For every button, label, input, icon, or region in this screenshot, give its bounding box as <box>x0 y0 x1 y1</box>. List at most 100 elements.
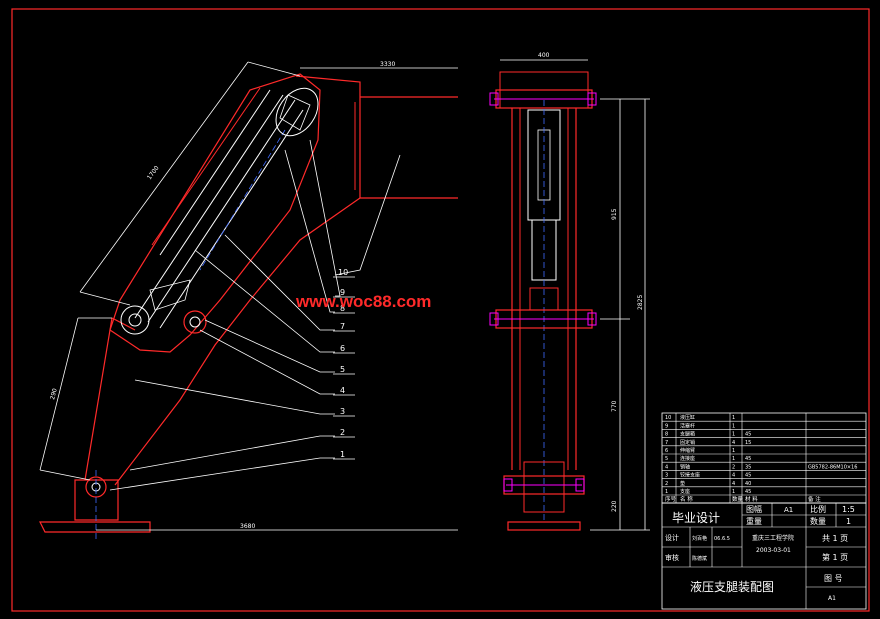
leader-7 <box>224 234 335 331</box>
balloon-9: 9 <box>340 288 345 297</box>
parts-cell-qty: 1 <box>732 415 735 421</box>
frame-joint <box>111 317 136 331</box>
pin-bot-head-l <box>503 478 513 492</box>
base-block <box>74 479 119 521</box>
parts-cell-qty: 1 <box>732 489 735 495</box>
cylinder-line-2 <box>147 99 296 323</box>
reviewer-name: 陈德斌 <box>692 555 707 562</box>
parts-cell-qty: 1 <box>732 456 735 462</box>
dim-line-770-left <box>39 317 79 471</box>
dim-220-label: 220 <box>611 500 618 512</box>
balloon-10: 10 <box>338 268 348 277</box>
parts-cell-name: 固定销 <box>680 439 695 446</box>
balloon-1: 1 <box>340 450 345 459</box>
parts-cell-name: 销轴 <box>680 463 690 470</box>
cylinder-line-3 <box>159 109 304 329</box>
bottom-lug <box>523 461 565 513</box>
leader-2 <box>129 435 335 471</box>
parts-cell-qty: 4 <box>732 473 735 479</box>
parts-cell-qty: 4 <box>732 481 735 487</box>
drawing-border <box>11 8 870 612</box>
title-block: 毕业设计 图幅 A1 比例 1:5 重量 数量 1 设计 刘百艳 06.6.5 … <box>661 502 867 610</box>
parts-cell-mat: 45 <box>745 473 751 479</box>
lower-clamp <box>149 279 191 311</box>
balloon-2: 2 <box>340 428 345 437</box>
cylinder-line-4 <box>159 89 271 256</box>
dim-290-label: 290 <box>49 388 59 401</box>
parts-cell-no: 1 <box>665 489 668 495</box>
side-dim-lines <box>500 59 650 531</box>
parts-header-note: 备 注 <box>808 495 821 503</box>
cylinder-head-hatch <box>279 94 311 131</box>
side-pins <box>489 92 597 492</box>
leader-1 <box>109 457 335 491</box>
side-dim-labels: 400 915 2825 770 220 <box>538 52 644 512</box>
parts-cell-mat: 45 <box>745 456 751 462</box>
parts-cell-qty: 4 <box>732 440 735 446</box>
pin-bot-head-r <box>575 478 585 492</box>
mid-pivot-inner <box>189 316 201 328</box>
lower-frame-left <box>84 317 113 481</box>
mid-pivot-outer <box>183 310 207 334</box>
boom-outline <box>109 73 321 353</box>
current-page: 第 1 页 <box>822 552 848 562</box>
parts-cell-no: 8 <box>665 432 668 438</box>
watermark: www.woc88.com <box>295 292 431 311</box>
balloon-4: 4 <box>340 386 345 395</box>
mid-lug <box>529 287 559 311</box>
leader-6 <box>194 249 335 353</box>
parts-cell-name: 支座 <box>680 488 690 495</box>
dim-line-1700 <box>79 61 249 293</box>
dim-2825-label: 2825 <box>637 295 644 310</box>
dim-ext-2 <box>79 291 131 306</box>
review-label: 审核 <box>665 553 679 562</box>
balloon-labels: 10 9 8 7 6 5 4 3 2 1 <box>338 268 348 459</box>
side-view: 400 915 2825 770 220 <box>489 52 650 531</box>
leader-5 <box>204 319 335 373</box>
pin-top-head-r <box>587 92 597 106</box>
cylinder-centerline <box>199 129 286 271</box>
parts-cell-name: 液压缸 <box>680 414 695 421</box>
parts-cell-qty: 1 <box>732 423 735 429</box>
parts-cell-no: 5 <box>665 456 668 462</box>
leader-3 <box>134 379 335 415</box>
sheet-size-value: A1 <box>784 506 793 514</box>
parts-cell-name: 连接座 <box>680 455 695 462</box>
parts-cell-no: 2 <box>665 481 668 487</box>
weight-label: 重量 <box>746 516 762 526</box>
dim-915-label: 915 <box>611 208 618 220</box>
parts-cell-no: 9 <box>665 423 668 429</box>
cylinder-outline <box>151 87 261 246</box>
parts-cell-no: 3 <box>665 473 668 479</box>
dim-770-label: 770 <box>611 400 618 412</box>
drawing-no: A1 <box>828 595 836 602</box>
parts-cell-qty: 1 <box>732 432 735 438</box>
dim-400-label: 400 <box>538 52 550 59</box>
parts-cell-no: 6 <box>665 448 668 454</box>
dim-1700-label: 1700 <box>146 165 161 182</box>
top-bracket <box>499 71 589 109</box>
dim-ext-1 <box>247 61 301 77</box>
design-label: 设计 <box>665 533 679 542</box>
leader-4 <box>199 329 335 395</box>
parts-cell-no: 4 <box>665 464 668 470</box>
lower-pivot-inner <box>128 313 142 327</box>
parts-header-qty: 数量 <box>732 495 744 503</box>
balloon-5: 5 <box>340 365 345 374</box>
parts-cell-name: 伸缩臂 <box>680 447 695 454</box>
lower-frame-right <box>114 197 361 486</box>
title-block-grid <box>662 503 866 609</box>
class-code: 2003-03-01 <box>756 547 791 554</box>
parts-cell-name: 铰接支座 <box>680 472 700 479</box>
parts-cell-name: 活塞杆 <box>680 422 695 429</box>
balloon-8: 8 <box>340 304 345 313</box>
drawing-no-label: 图 号 <box>824 574 843 583</box>
dim-3330-label: 3330 <box>380 61 395 68</box>
balloon-underlines <box>333 276 355 460</box>
qty-label: 数量 <box>810 516 826 526</box>
qty-value: 1 <box>846 517 851 526</box>
project-label: 毕业设计 <box>672 511 720 525</box>
